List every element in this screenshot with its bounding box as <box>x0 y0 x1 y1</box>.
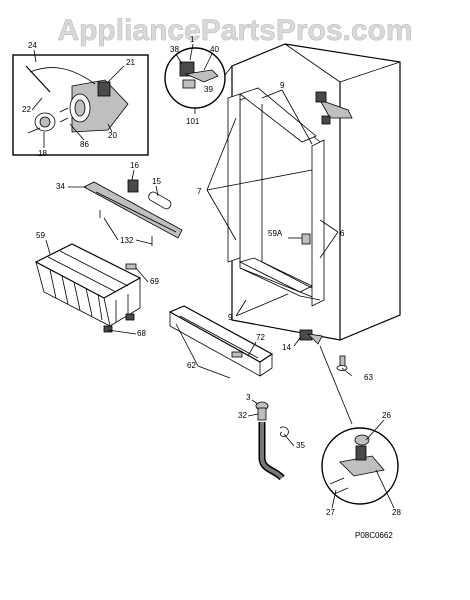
callout-59: 59 <box>36 231 45 240</box>
callout-7: 7 <box>197 187 202 196</box>
diagram-code: P08C0662 <box>355 531 393 540</box>
callout-9-top: 9 <box>280 81 285 90</box>
watermark: AppliancePartsPros.com <box>57 14 412 47</box>
callout-34: 34 <box>56 182 65 191</box>
callout-86: 86 <box>80 140 89 149</box>
callout-lines <box>206 89 353 425</box>
freezer-cabinet <box>227 43 401 371</box>
callout-40: 40 <box>210 45 219 54</box>
callout-26: 26 <box>382 411 391 420</box>
callout-24: 24 <box>28 41 37 50</box>
callout-132: 132 <box>120 236 134 245</box>
callout-3: 3 <box>246 393 251 402</box>
shelf-bracket-34 <box>83 179 183 246</box>
callout-6: 6 <box>340 229 345 238</box>
callout-72: 72 <box>256 333 265 342</box>
callout-69: 69 <box>150 277 159 286</box>
callout-9-bottom: 9 <box>228 313 233 322</box>
callout-15: 15 <box>152 177 161 186</box>
callout-101: 101 <box>186 117 200 126</box>
hinge-inset-bottom <box>321 427 399 505</box>
callout-62: 62 <box>187 361 196 370</box>
callout-22: 22 <box>22 105 31 114</box>
light-assembly-inset <box>12 54 149 156</box>
callout-1: 1 <box>190 35 195 44</box>
callout-35: 35 <box>296 441 305 450</box>
leader-lines <box>31 43 395 509</box>
callout-39: 39 <box>204 85 213 94</box>
callout-68: 68 <box>137 329 146 338</box>
callout-14: 14 <box>282 343 291 352</box>
callout-27: 27 <box>326 508 335 517</box>
callout-38: 38 <box>170 45 179 54</box>
callout-18: 18 <box>38 149 47 158</box>
wire-basket <box>34 243 142 333</box>
callout-20: 20 <box>108 131 117 140</box>
callout-28: 28 <box>392 508 401 517</box>
callout-16: 16 <box>130 161 139 170</box>
callout-labels: 24 21 22 20 18 86 38 1 40 39 101 9 7 16 … <box>22 35 401 540</box>
callout-21: 21 <box>126 58 135 67</box>
callout-32: 32 <box>238 411 247 420</box>
hinge-inset-top <box>164 47 233 114</box>
drain-hose <box>255 401 289 481</box>
callout-63: 63 <box>364 373 373 382</box>
kickplate <box>168 305 274 377</box>
callout-59A: 59A <box>268 229 283 238</box>
